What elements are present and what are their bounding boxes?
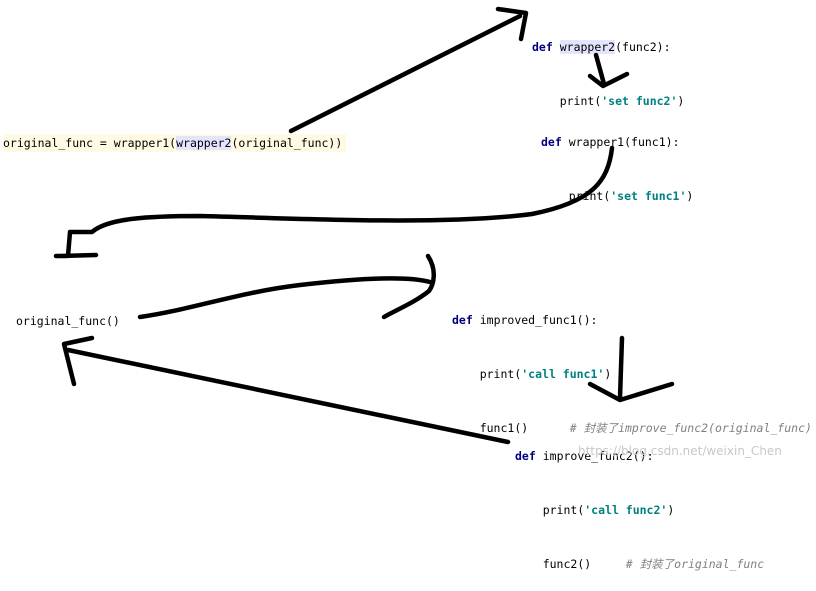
func1-call: func1() — [479, 421, 529, 435]
improve-func2-signature: improve_func2(): — [542, 449, 654, 463]
wrapper1-def-line: def wrapper1(func1): — [541, 133, 693, 151]
arrowhead-original-func — [61, 335, 95, 387]
print-close: ) — [667, 503, 675, 517]
improve-func2-call-line: func2() # 封装了original_func — [515, 555, 764, 573]
arrow-func1-to-func2 — [617, 335, 625, 401]
assignment-wrapper2-ref: wrapper2 — [176, 136, 232, 150]
improve-func2-comment: # 封装了original_func — [625, 557, 765, 571]
improved-func1-call-line: func1() # 封装了improve_func2(original_func… — [452, 419, 812, 437]
def-keyword: def — [541, 135, 562, 149]
improved-func1-signature: improved_func1(): — [479, 313, 598, 327]
assignment-line: original_func = wrapper1(wrapper2(origin… — [3, 134, 347, 152]
arrowhead-wrapper2 — [495, 6, 529, 42]
print-string: 'set func2' — [601, 94, 678, 108]
print-string: 'set func1' — [610, 189, 687, 203]
func2-call: func2() — [542, 557, 592, 571]
original-func-call: original_func() — [16, 314, 120, 328]
arrowhead-wrapper1 — [587, 52, 630, 89]
curve-call-to-improved-func1 — [137, 276, 433, 320]
def-keyword: def — [532, 40, 553, 54]
improved-func1-print-line: print('call func1') — [452, 365, 812, 383]
assignment-rhs: (original_func)) — [231, 136, 343, 150]
assignment-lhs: original_func = wrapper1( — [3, 136, 177, 150]
wrapper1-code-block: def wrapper1(func1): print( 'set func1') — [541, 97, 693, 223]
wrapper2-params: (func2): — [615, 40, 671, 54]
print-close: ) — [604, 367, 612, 381]
wrapper2-code-block: def wrapper2(func2): print('set func2') — [532, 2, 684, 128]
handdrawn-arrows — [53, 6, 675, 445]
improve-func2-print-line: print('call func2') — [515, 501, 764, 519]
print-call: print( — [559, 94, 602, 108]
print-string: 'call func2' — [584, 503, 668, 517]
print-call: print( — [542, 503, 585, 517]
improve-func2-def-line: def improve_func2(): — [515, 447, 764, 465]
wrapper2-print-line: print('set func2') — [532, 92, 685, 110]
improved-func1-code-block: def improved_func1(): print('call func1'… — [452, 275, 812, 455]
watermark: https://blog.csdn.net/weixin_Chen — [578, 444, 782, 458]
arrow-assignment-to-wrapper2 — [288, 13, 523, 134]
improved-func1-def-line: def improved_func1(): — [452, 311, 812, 329]
print-call: print( — [479, 367, 522, 381]
arrow-func2-to-call — [65, 347, 511, 445]
improved-func1-comment: # 封装了improve_func2(original_func) — [569, 421, 812, 435]
arrowhead-improve-func2 — [587, 381, 675, 403]
print-close: ) — [686, 189, 694, 203]
wrapper2-name: wrapper2 — [559, 40, 616, 54]
def-keyword: def — [515, 449, 536, 463]
print-close: ) — [677, 94, 685, 108]
curve-wrapper1-to-left — [53, 145, 615, 259]
wrapper1-signature: wrapper1(func1): — [568, 135, 680, 149]
print-string: 'call func1' — [521, 367, 605, 381]
wrapper2-def-line: def wrapper2(func2): — [532, 38, 684, 56]
arrowhead-improved-func1 — [381, 253, 436, 320]
def-keyword: def — [452, 313, 473, 327]
